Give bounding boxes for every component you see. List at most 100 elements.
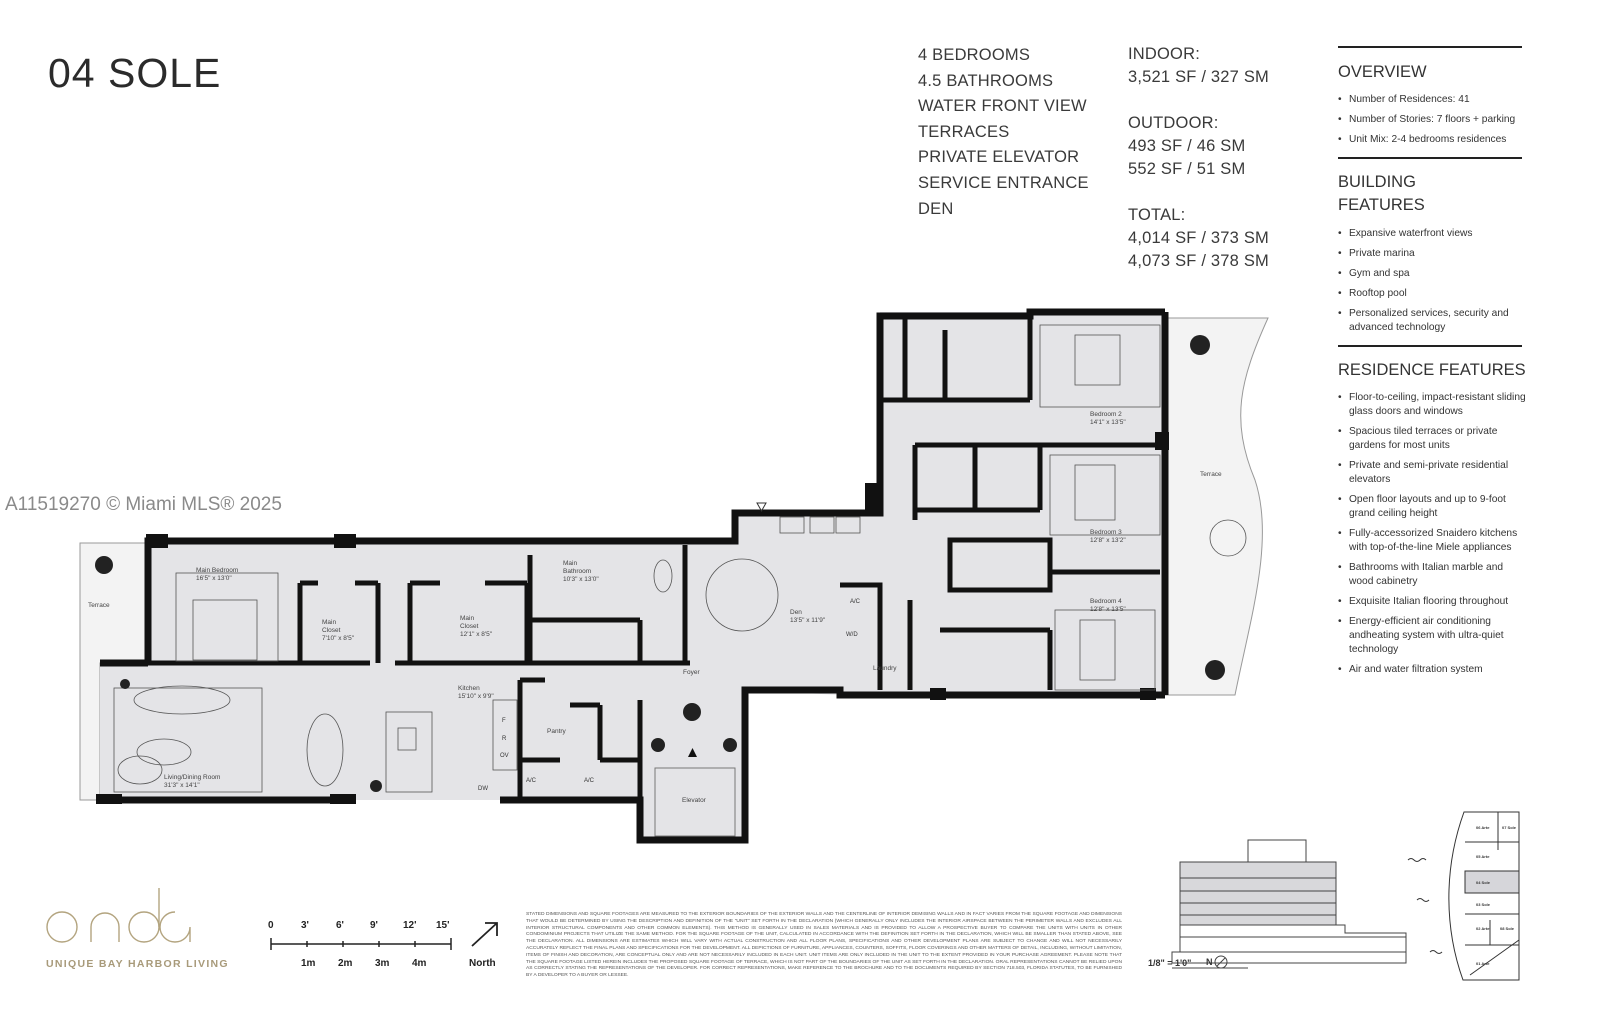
feature-item: WATER FRONT VIEW <box>918 97 1087 116</box>
appliance-oven: OV <box>500 753 509 759</box>
room-dims-main-closet-1: 7'10" x 8'5" <box>322 635 355 642</box>
building-elevation <box>1171 839 1407 969</box>
residence-features-heading: RESIDENCE FEATURES <box>1338 361 1526 379</box>
brand-tagline: UNIQUE BAY HARBOR LIVING <box>46 958 229 970</box>
appliance-labels: F R OV DW A/C A/C A/C W/D <box>478 599 861 792</box>
plant-icons <box>95 335 1225 792</box>
appliance-ac-2: A/C <box>584 778 595 784</box>
residence-feature-item: Floor-to-ceiling, impact-resistant slidi… <box>1338 391 1528 419</box>
overview-item: Number of Residences: 41 <box>1338 93 1528 107</box>
residence-feature-item: Spacious tiled terraces or private garde… <box>1338 425 1528 453</box>
residence-feature-item: Exquisite Italian flooring throughout <box>1338 595 1528 609</box>
room-dims-main-bathroom: 10'3" x 13'0" <box>563 576 599 583</box>
scale-metric-label: 1m <box>301 958 316 969</box>
keyplan-labels: 06 Arte 07 Sole 05 Arte 04 Sole 03 Sole … <box>1476 825 1517 966</box>
room-label-bedroom-4: Bedroom 4 <box>1090 598 1122 605</box>
elevation-scale-label: 1/8" = 1'0" <box>1148 958 1192 968</box>
room-dims-bedroom-2: 14'1" x 13'5" <box>1090 419 1126 426</box>
residence-feature-item: Air and water filtration system <box>1338 663 1528 677</box>
residence-feature-item: Energy-efficient air conditioning andhea… <box>1338 615 1528 657</box>
scale-bar <box>270 938 452 950</box>
scale-metric-label: 3m <box>375 958 390 969</box>
room-label-den: Den <box>790 609 802 616</box>
keyplan-unit: 01 Arte <box>1476 961 1490 966</box>
overview-item: Number of Stories: 7 floors + parking <box>1338 113 1528 127</box>
feature-item: PRIVATE ELEVATOR <box>918 148 1080 167</box>
outdoor-label: OUTDOOR: <box>1128 114 1219 132</box>
residence-feature-item: Open floor layouts and up to 9-foot gran… <box>1338 493 1528 521</box>
area-summary: INDOOR: 3,521 SF / 327 SM OUTDOOR: 493 S… <box>1128 43 1269 273</box>
appliance-ac-1: A/C <box>526 778 537 784</box>
building-features-heading: BUILDING FEATURES <box>1338 171 1425 217</box>
wall-piers <box>96 432 1169 804</box>
room-label-main-closet-2-line2: Closet <box>460 623 479 630</box>
elevator-cab <box>654 767 736 837</box>
room-label-main-closet-2: Main <box>460 615 474 622</box>
room-dims-bedroom-4: 12'8" x 13'5" <box>1090 606 1126 613</box>
north-arrow-icon <box>471 922 498 947</box>
building-feature-item: Gym and spa <box>1338 267 1528 281</box>
residence-feature-item: Fully-accessorized Snaidero kitchens wit… <box>1338 527 1528 555</box>
room-label-elevator: Elevator <box>682 797 707 804</box>
divider <box>1338 157 1522 159</box>
feature-item: 4 BEDROOMS <box>918 46 1031 64</box>
feature-item: SERVICE ENTRANCE <box>918 173 1089 192</box>
room-label-main-bathroom: Main <box>563 560 577 567</box>
scale-tick-label: 3' <box>301 920 309 931</box>
entry-arrow-icon <box>688 748 697 757</box>
room-label-kitchen: Kitchen <box>458 685 480 692</box>
mls-watermark: A11519270 © Miami MLS® 2025 <box>5 494 282 515</box>
onda-logo <box>46 888 191 943</box>
room-dims-kitchen: 15'10" x 9'9" <box>458 693 494 700</box>
feature-item: DEN <box>918 199 954 218</box>
scale-tick-label: 0 <box>268 920 274 931</box>
appliance-range: R <box>502 736 507 742</box>
building-feature-item: Private marina <box>1338 247 1528 261</box>
scale-tick-label: 6' <box>336 920 344 931</box>
outdoor-area: 493 SF / 46 SM <box>1128 137 1246 155</box>
legal-disclaimer: Stated dimensions and square footages ar… <box>526 912 1122 979</box>
floor-area <box>100 312 1165 840</box>
room-label-main-closet-1: Main <box>322 619 336 626</box>
keyplan-unit: 02 Arte <box>1476 926 1490 931</box>
page-title: 04 SOLE <box>48 50 222 96</box>
elevation-north-label: N <box>1206 957 1213 967</box>
room-label-main-closet-1-line2: Closet <box>322 627 341 634</box>
appliance-ac-3: A/C <box>850 599 861 605</box>
residence-feature-item: Private and semi-private residential ele… <box>1338 459 1528 487</box>
keyplan-unit: 07 Sole <box>1502 825 1517 830</box>
room-dims-living-dining: 31'3" x 14'1" <box>164 782 200 789</box>
indoor-label: INDOOR: <box>1128 45 1200 63</box>
overview-item: Unit Mix: 2-4 bedrooms residences <box>1338 133 1528 147</box>
building-features-list: Expansive waterfront views Private marin… <box>1338 227 1528 341</box>
overview-list: Number of Residences: 41 Number of Stori… <box>1338 93 1528 153</box>
residence-feature-item: Bathrooms with Italian marble and wood c… <box>1338 561 1528 589</box>
furniture <box>113 324 1247 793</box>
total-area: 4,014 SF / 373 SM <box>1128 229 1269 247</box>
outdoor-area: 552 SF / 51 SM <box>1128 160 1246 178</box>
room-dims-bedroom-3: 12'8" x 13'2" <box>1090 537 1126 544</box>
total-label: TOTAL: <box>1128 206 1186 224</box>
interior-walls <box>148 316 1160 800</box>
room-label-bedroom-2: Bedroom 2 <box>1090 411 1122 418</box>
divider <box>1338 46 1522 48</box>
room-label-pantry: Pantry <box>547 728 567 735</box>
residence-features-list: Floor-to-ceiling, impact-resistant slidi… <box>1338 391 1528 683</box>
keyplan-unit: 03 Sole <box>1476 902 1491 907</box>
entry-marker-icon <box>756 502 767 513</box>
room-label-main-bathroom-line2: Bathroom <box>563 568 591 575</box>
keyplan-unit: 08 Sole <box>1500 926 1515 931</box>
scale-metric-label: 2m <box>338 958 353 969</box>
scale-tick-label: 12' <box>403 920 417 931</box>
room-label-terrace-left: Terrace <box>88 602 110 609</box>
appliance-fridge: F <box>502 718 506 724</box>
terrace-right-area <box>1164 317 1269 696</box>
room-label-living-dining: Living/Dining Room <box>164 774 220 781</box>
feature-item: 4.5 BATHROOMS <box>918 71 1054 90</box>
keyplan <box>1448 811 1520 981</box>
room-label-terrace-right: Terrace <box>1200 471 1222 478</box>
indoor-area: 3,521 SF / 327 SM <box>1128 68 1269 86</box>
divider <box>1338 345 1522 347</box>
scale-tick-label: 9' <box>370 920 378 931</box>
